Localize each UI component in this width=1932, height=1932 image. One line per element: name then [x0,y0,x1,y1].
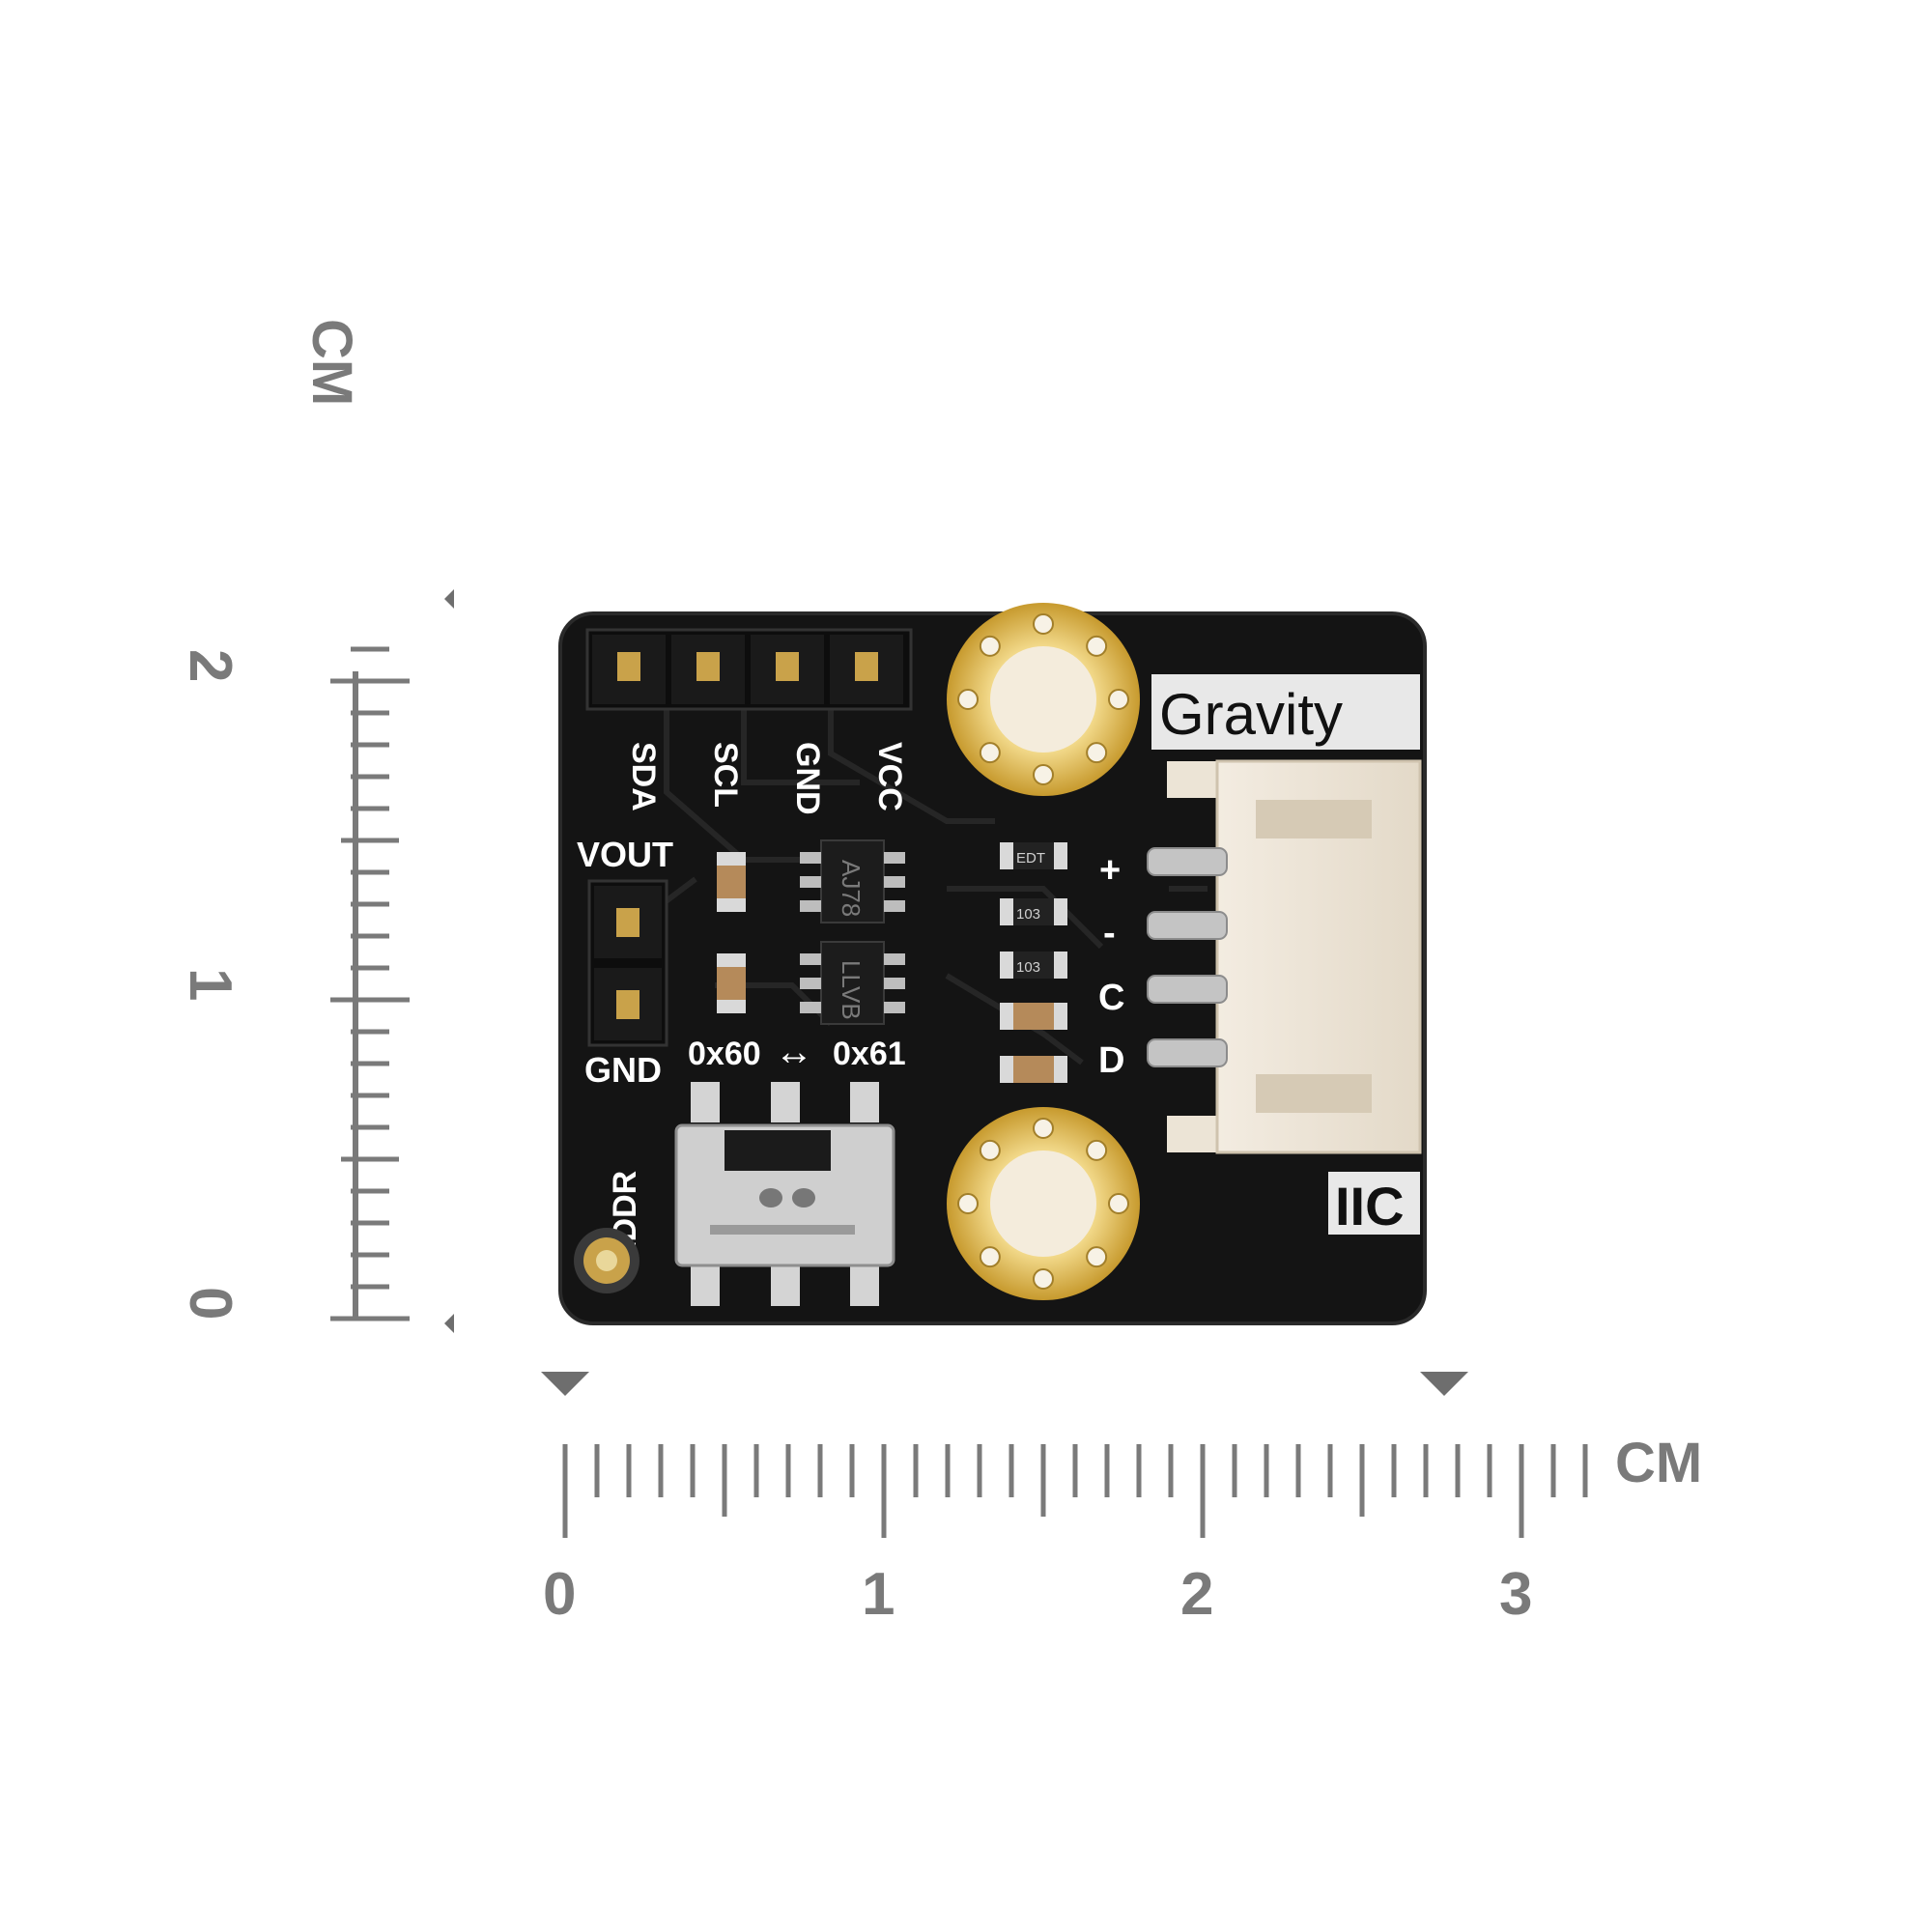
resistor-1-marking: EDT [1016,850,1045,867]
interface-label-bg [1328,1172,1420,1235]
header-pin-contact [617,652,640,681]
output-label-gnd: GND [584,1050,662,1090]
via-hole [957,1193,979,1214]
resistor-3-marking: 103 [1016,959,1040,976]
header-pin-contact [855,652,878,681]
address-switch-slider[interactable] [724,1130,831,1171]
resistor-2-marking: 103 [1016,906,1040,923]
connector-label-plus: + [1099,850,1121,891]
via-hole [979,635,1001,657]
via-hole [1033,1118,1054,1139]
via-hole [979,742,1001,764]
via-hole [1108,689,1129,710]
horizontal-ruler-label-2: 2 [1180,1561,1214,1628]
horizontal-ruler-label-0: 0 [543,1561,577,1628]
output-label-vout: VOUT [577,835,673,874]
pin-header-output [587,879,668,1047]
vertical-ruler-label-1: 1 [177,968,243,1002]
vertical-ruler-ticks [330,589,454,1333]
address-switch[interactable] [674,1082,895,1306]
vertical-ruler-top-marker [444,589,454,609]
pin-header-top [585,628,913,711]
horizontal-ruler-left-marker [541,1372,589,1396]
vertical-ruler-bottom-marker [444,1314,454,1333]
address-left: 0x60 [688,1036,761,1072]
resistor-1: EDT [1000,842,1067,869]
chip-llvb: LLVB [800,941,905,1025]
capacitor-right-lower [1000,1056,1067,1083]
via-hole [1108,1193,1129,1214]
via-hole [1033,1268,1054,1290]
via-hole [1086,742,1108,764]
corner-pad [574,1228,639,1293]
via-hole [1086,1139,1108,1161]
capacitor-lower [717,953,746,1013]
brand-label-bg [1151,674,1420,750]
via-hole [1033,613,1054,635]
via-hole [979,1139,1001,1161]
chip-llvb-marking: LLVB [837,960,866,1020]
address-right: 0x61 [833,1036,906,1072]
connector-label-minus: - [1103,913,1116,953]
vertical-ruler-unit: CM [300,319,363,407]
horizontal-ruler-right-marker [1420,1372,1468,1396]
connector-pin [1147,911,1228,940]
mounting-hole-bottom [947,1107,1140,1300]
mounting-hole-top [947,603,1140,796]
gravity-connector[interactable] [1147,759,1422,1154]
vertical-ruler-label-2: 2 [177,649,243,683]
via-hole [979,1246,1001,1268]
pin-label-scl: SCL [707,742,744,808]
horizontal-ruler-label-3: 3 [1499,1561,1533,1628]
horizontal-ruler-ticks [541,1372,1588,1538]
via-hole [1086,635,1108,657]
resistor-3: 103 [1000,952,1067,979]
connector-pin [1147,847,1228,876]
pin-label-gnd: GND [789,742,826,815]
connector-pin [1147,975,1228,1004]
chip-aj78: AJ78 [800,839,905,923]
via-hole [1086,1246,1108,1268]
capacitor-right-upper [1000,1003,1067,1030]
brand-label: Gravity [1159,682,1343,747]
pin-label-sda: SDA [625,742,662,811]
via-hole [1033,764,1054,785]
pin-label-vcc: VCC [871,742,908,811]
header-pin-contact [776,652,799,681]
connector-label-c: C [1098,978,1124,1018]
connector-pin [1147,1038,1228,1067]
header-pin-contact [696,652,720,681]
horizontal-ruler-label-1: 1 [862,1561,895,1628]
address-arrow: ↔ [775,1031,813,1073]
interface-label: IIC [1335,1176,1405,1236]
sensor-board: SDA SCL GND VCC VOUT GND Gravity IIC AJ7… [558,603,1427,1325]
via-hole [957,689,979,710]
connector-label-d: D [1098,1040,1124,1081]
resistor-2: 103 [1000,898,1067,925]
chip-aj78-marking: AJ78 [837,860,866,917]
horizontal-ruler-unit: CM [1615,1432,1703,1494]
vertical-ruler-label-0: 0 [177,1287,243,1321]
capacitor-upper [717,852,746,912]
